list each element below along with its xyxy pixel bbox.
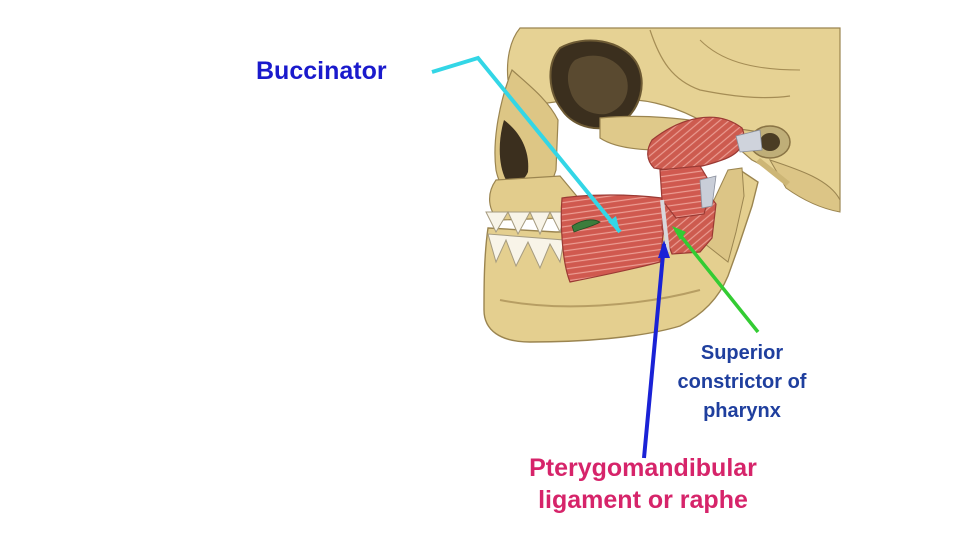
pterygomandibular-pointer-arrowhead — [658, 240, 670, 258]
pterygomandibular-label-line: Pterygomandibular — [529, 454, 757, 482]
parotid-duct — [571, 219, 601, 233]
pointers — [431, 55, 760, 459]
lateral-pterygoid-muscle — [647, 116, 745, 171]
mastoid — [768, 159, 841, 213]
mandible-shadow — [499, 289, 701, 308]
pterygomandibular-label: Pterygomandibular ligament or raphe — [498, 452, 788, 516]
tendon — [735, 129, 763, 153]
pterygomandibular-raphe — [660, 199, 670, 253]
orbit-inner — [567, 55, 628, 115]
buccinator-label: Buccinator — [256, 57, 387, 85]
buccinator-pointer — [431, 55, 622, 234]
muscles — [560, 116, 763, 283]
superior-constrictor-pointer — [674, 228, 760, 334]
superior-constrictor-label-line: constrictor of — [677, 371, 807, 393]
nasal-aperture — [499, 120, 529, 183]
stylomandibular-ligament — [699, 175, 717, 209]
suture-line — [649, 29, 791, 99]
superior-constrictor-label-line: pharynx — [703, 400, 781, 422]
suture-line — [699, 39, 801, 71]
styloid-process — [756, 158, 790, 186]
pterygomandibular-pointer — [642, 243, 666, 459]
superior-constrictor-label: Superior constrictor of pharynx — [656, 339, 828, 426]
buccinator-pointer-arrowhead — [608, 216, 620, 232]
pterygomandibular-label-line: ligament or raphe — [538, 486, 748, 514]
superior-constrictor-label-line: Superior — [700, 342, 784, 364]
buccinator-muscle — [560, 194, 665, 283]
lower-teeth — [487, 233, 565, 270]
ear-canal-inner — [760, 133, 780, 151]
superior-constrictor-pointer-arrowhead — [672, 226, 686, 240]
